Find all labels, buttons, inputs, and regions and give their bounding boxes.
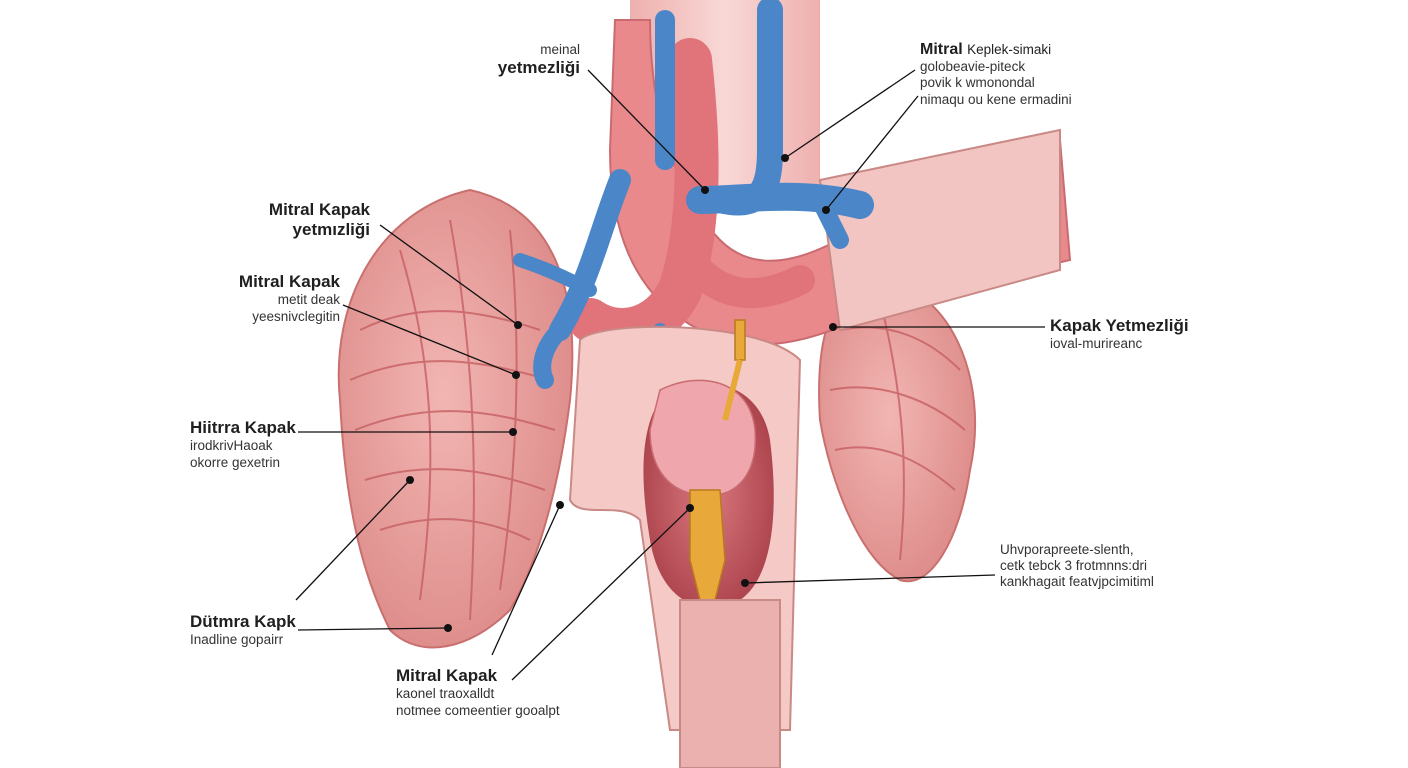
valve-tissue-mass xyxy=(649,379,757,497)
label-bottom-center-line-1: kaonel traoxalldt xyxy=(396,686,495,702)
label-right-2-line-3: kankhagait featvjpcimitiml xyxy=(1000,574,1154,590)
label-top-center-subtitle: yetmezliği xyxy=(497,58,580,78)
label-right-1-line-1: ioval-murireanc xyxy=(1050,336,1143,352)
label-left-3-title: Hiitrra Kapak xyxy=(190,418,296,437)
label-right-1: Kapak Yetmezliği ioval-murireanc xyxy=(1050,316,1250,353)
label-top-right-line-3: povik k wmonondal xyxy=(920,75,1035,91)
right-bronchus-tube xyxy=(818,128,1061,332)
label-top-right-first-line: Mitral Keplek-simaki xyxy=(920,40,1120,59)
label-bottom-center-title: Mitral Kapak xyxy=(396,666,498,685)
leader-dots xyxy=(406,154,837,632)
label-left-4-line-1: Inadline gopairr xyxy=(190,632,284,648)
label-top-right-line-2: golobeavie-piteck xyxy=(920,59,1026,75)
label-left-2-line-2: yeesnivclegitin xyxy=(252,308,340,324)
label-top-right-line-4: nimaqu ou kene ermadini xyxy=(920,91,1072,107)
label-left-2-title: Mitral Kapak xyxy=(238,272,340,291)
label-left-3-line-1: irodkrivHaoak xyxy=(190,438,273,454)
label-left-2-line-1: metit deak xyxy=(277,292,340,308)
label-top-center-title: meinal xyxy=(540,42,580,57)
chordae-tendineae xyxy=(734,319,746,361)
label-right-2: Uhvporapreete-slenth, cetk tebck 3 frotm… xyxy=(1000,542,1200,591)
label-top-right: Mitral Keplek-simaki golobeavie-piteck p… xyxy=(920,40,1120,108)
label-right-2-line-1: Uhvporapreete-slenth, xyxy=(1000,542,1134,557)
mitral-valve-leaflet xyxy=(689,489,726,601)
leader-lines xyxy=(295,69,1045,681)
label-left-1-title: Mitral Kapak xyxy=(268,200,370,219)
label-left-1: Mitral Kapak yetmızliği xyxy=(220,200,370,241)
label-left-3: Hiitrra Kapak irodkrivHaoak okorre gexet… xyxy=(190,418,330,471)
label-left-4: Dütmra Kapk Inadline gopairr xyxy=(190,612,330,649)
right-lung xyxy=(818,278,977,583)
label-left-3-line-2: okorre gexetrin xyxy=(190,454,281,470)
label-left-4-title: Dütmra Kapk xyxy=(190,612,296,631)
pulmonary-veins xyxy=(513,0,874,389)
label-bottom-center-line-2: notmee comeentier gooalpt xyxy=(396,702,560,718)
label-top-center: meinal yetmezliği xyxy=(440,42,580,79)
esophagus xyxy=(679,599,781,768)
label-left-2: Mitral Kapak metit deak yeesnivclegitin xyxy=(200,272,340,325)
label-top-right-line-1: Keplek-simaki xyxy=(967,42,1052,57)
label-right-2-line-2: cetk tebck 3 frotmnns:dri xyxy=(1000,558,1148,574)
label-bottom-center: Mitral Kapak kaonel traoxalldt notmee co… xyxy=(396,666,596,719)
label-left-1-subtitle: yetmızliği xyxy=(292,220,370,240)
label-top-right-title: Mitral xyxy=(920,41,963,58)
label-right-1-title: Kapak Yetmezliği xyxy=(1050,316,1189,335)
